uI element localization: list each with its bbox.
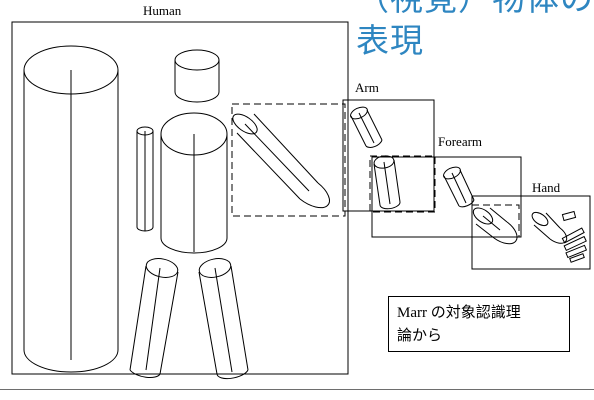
left-leg-cylinder xyxy=(129,258,179,378)
slide-title-line-2: 表現 xyxy=(356,21,424,60)
forearm-upper-cylinder xyxy=(443,166,475,208)
arm-frame xyxy=(342,99,435,212)
footer-divider xyxy=(0,389,594,390)
slide-title: （視覚）物体の 表現 xyxy=(356,0,594,62)
right-arm-cylinder xyxy=(232,113,330,209)
hand-palm-cylinder xyxy=(531,211,568,244)
hand-fingers xyxy=(561,227,588,263)
torso-cylinder xyxy=(23,45,119,373)
slide-title-line-1: （視覚）物体の xyxy=(356,0,594,20)
source-note-box: Marr の対象認識理 論から xyxy=(388,296,570,352)
forearm-zoom-box xyxy=(369,155,436,213)
hand-zoom-box xyxy=(471,204,520,238)
arm-upper-cylinder xyxy=(350,106,383,148)
arm-label: Arm xyxy=(355,80,379,95)
head-cylinder xyxy=(174,49,220,103)
arm-lower-cylinder xyxy=(373,155,401,210)
forearm-frame xyxy=(371,156,522,238)
forearm-hand-cylinder xyxy=(472,207,518,245)
human-frame xyxy=(11,21,349,375)
arm-zoom-box xyxy=(231,103,346,217)
left-arm-cylinder xyxy=(136,126,154,232)
abdomen-cylinder xyxy=(160,112,228,254)
hand-label: Hand xyxy=(532,180,561,195)
source-note-line-2: 論から xyxy=(397,326,443,344)
source-note-line-1: Marr の対象認識理 xyxy=(397,305,521,321)
hand-frame xyxy=(471,195,591,270)
forearm-label: Forearm xyxy=(438,134,483,149)
right-leg-cylinder xyxy=(198,258,249,380)
human-label: Human xyxy=(143,3,182,18)
hand-thumb-cylinder xyxy=(561,210,577,222)
